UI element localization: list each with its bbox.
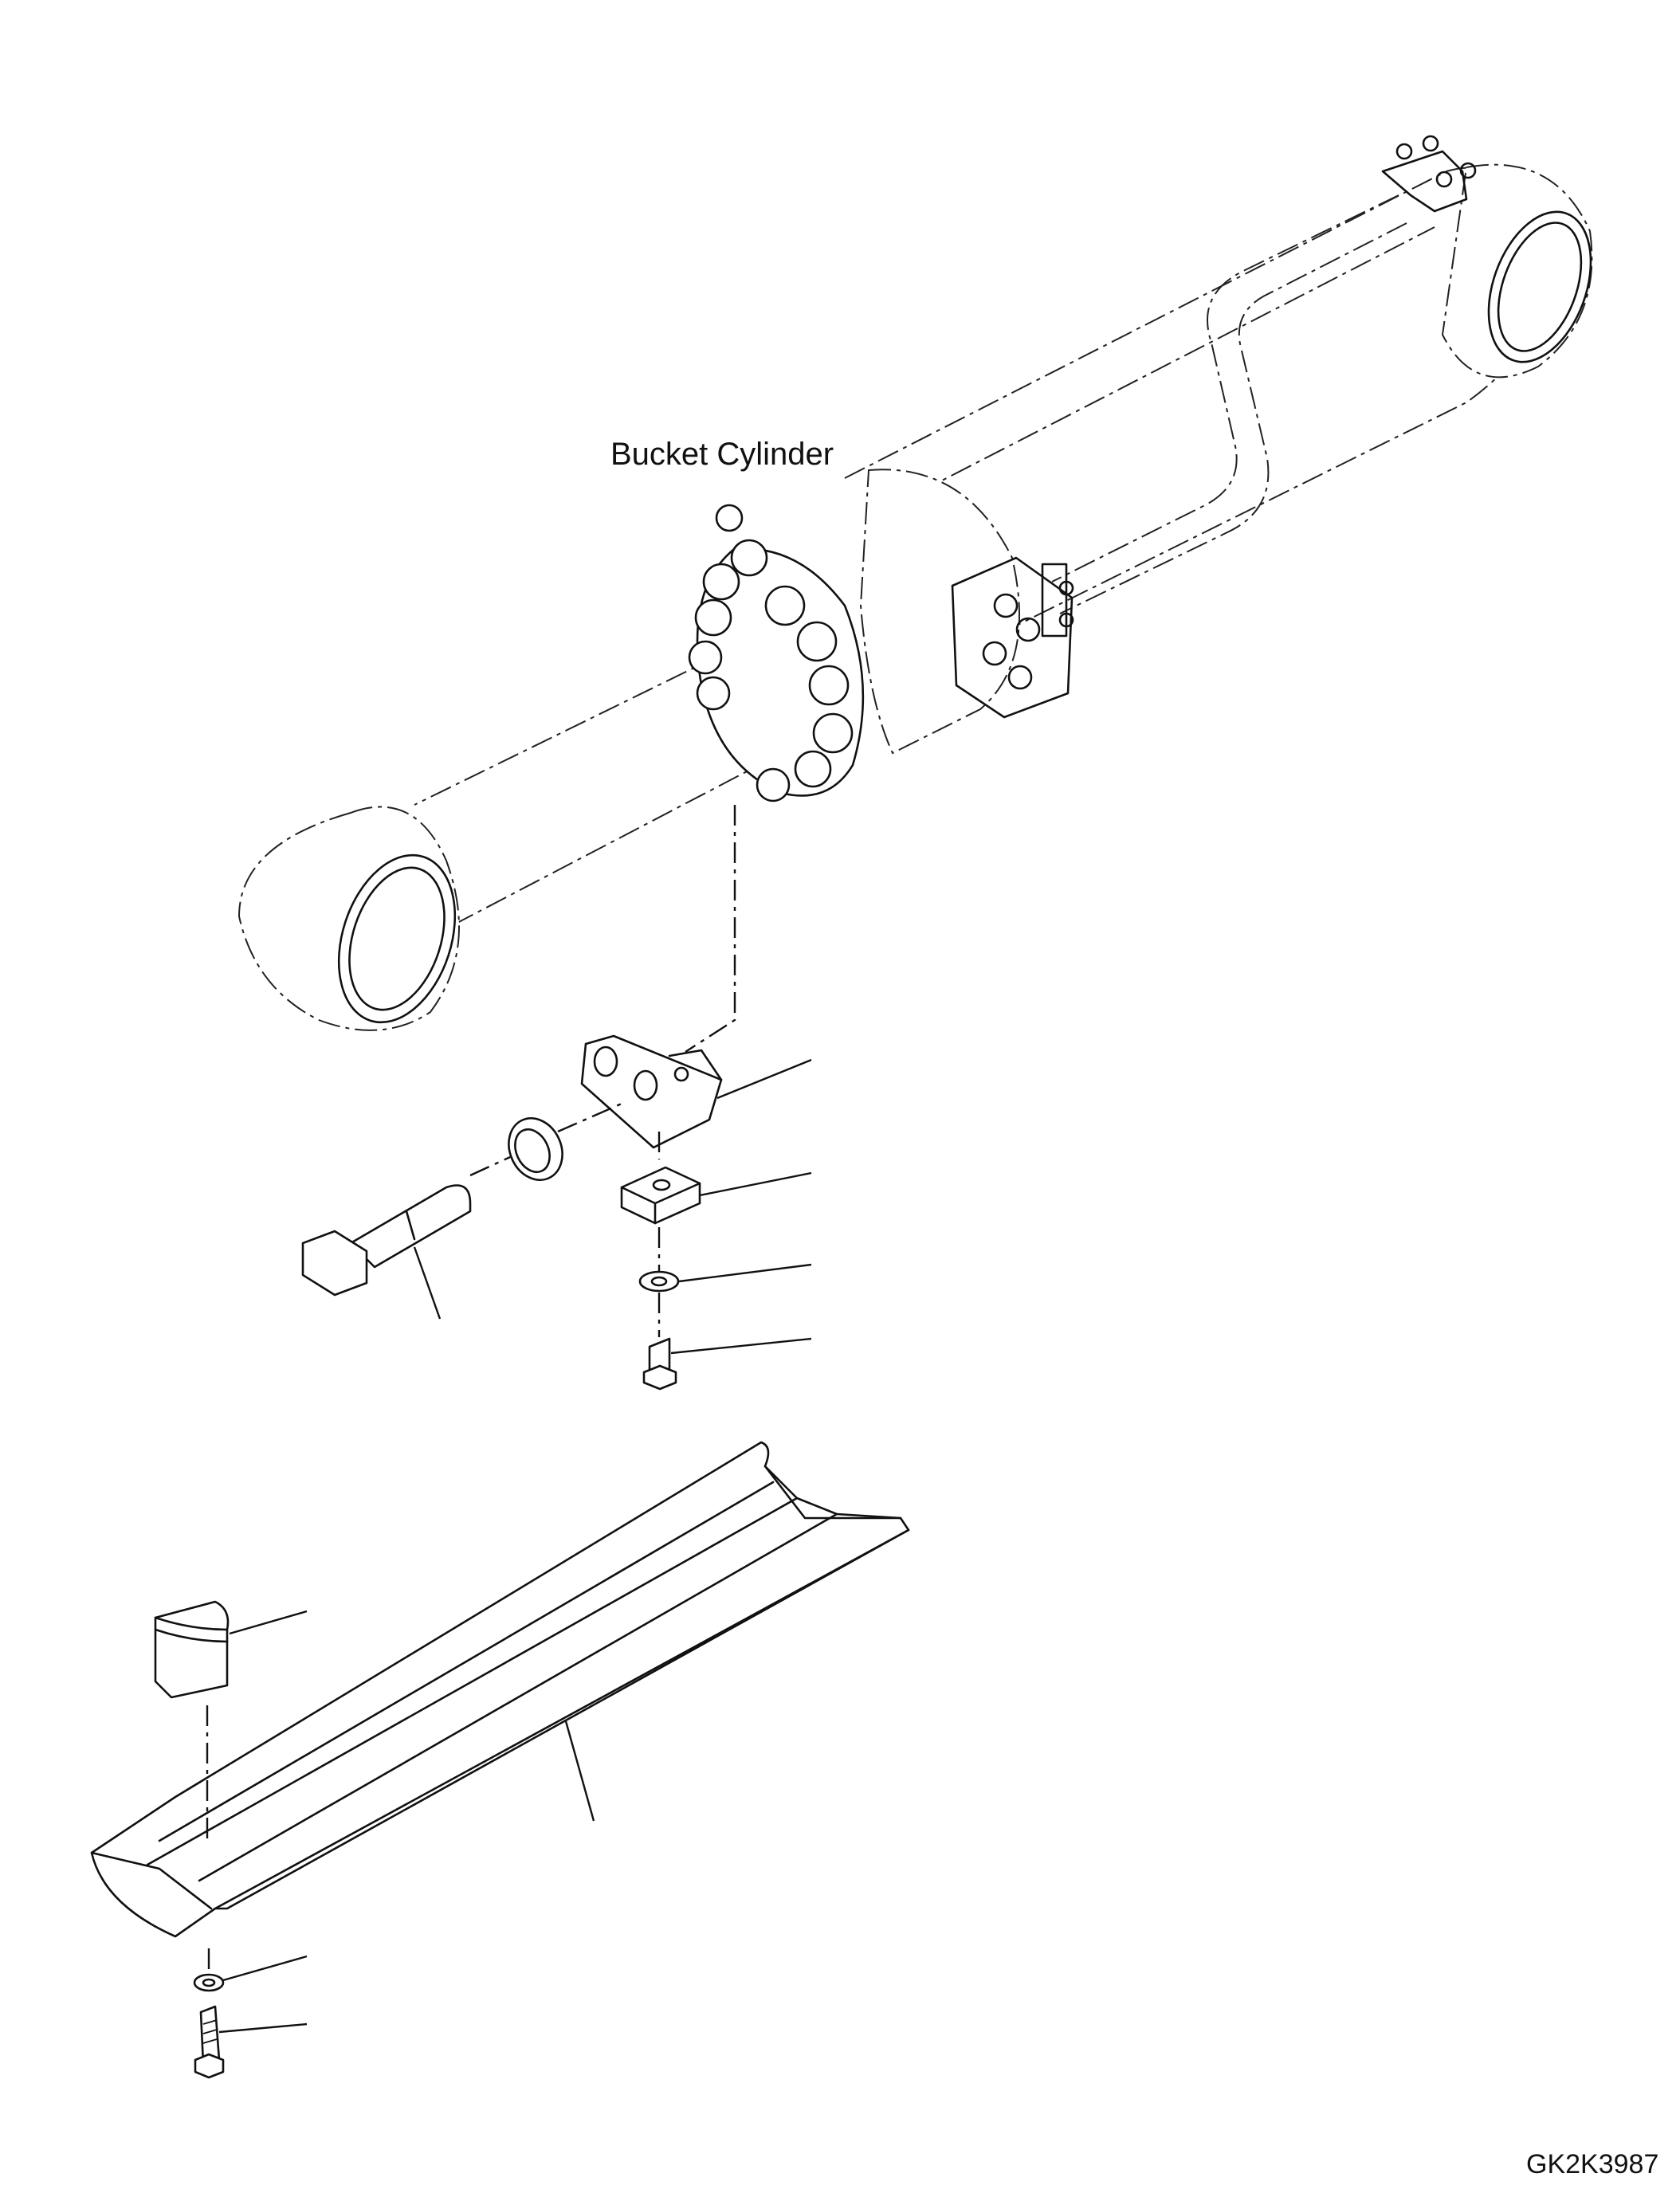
flange-bolt-ring bbox=[688, 504, 865, 802]
leader-screw bbox=[670, 1337, 812, 1355]
spacer-ring bbox=[508, 1117, 563, 1181]
leader-guard bbox=[564, 1720, 595, 1822]
assembly-line-bolt bbox=[469, 1155, 511, 1177]
mounting-bracket bbox=[580, 1034, 723, 1149]
square-nut-block bbox=[620, 1132, 701, 1225]
flat-washer bbox=[638, 1227, 680, 1293]
bucket-cylinder-label: Bucket Cylinder bbox=[610, 437, 834, 472]
leader-pad bbox=[229, 1610, 308, 1635]
assembly-line-bracket bbox=[685, 805, 736, 1053]
bolt-head-cluster-top bbox=[1395, 135, 1477, 188]
leader-small-bolt bbox=[218, 2022, 308, 2034]
hex-bolt-large bbox=[301, 1184, 472, 1297]
leader-nut bbox=[699, 1171, 812, 1197]
cap-screw bbox=[642, 1293, 677, 1391]
rubber-pad bbox=[154, 1600, 230, 1699]
guard-channel bbox=[90, 1441, 910, 1938]
assembly-line-spacer bbox=[557, 1102, 622, 1133]
bucket-cylinder bbox=[237, 135, 1593, 1031]
leader-bracket bbox=[716, 1058, 812, 1100]
leader-washer bbox=[678, 1263, 812, 1283]
leader-bolt bbox=[413, 1246, 442, 1320]
washer-small bbox=[193, 1948, 225, 1992]
drawing-number: GK2K3987 bbox=[1526, 2149, 1659, 2179]
leader-small-washer bbox=[222, 1955, 308, 1982]
bolt-small bbox=[194, 2005, 225, 2079]
